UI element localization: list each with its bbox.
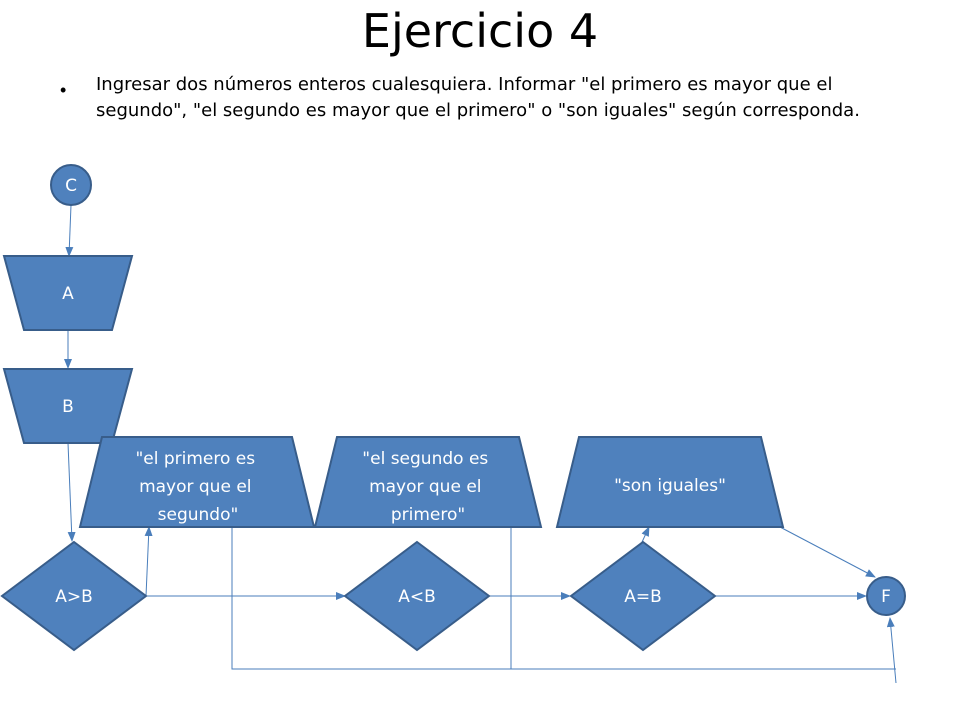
- edge-merge-to-end: [886, 617, 897, 684]
- input-a-label: A: [62, 284, 74, 304]
- output-equal: "son iguales": [555, 436, 785, 528]
- decision-a-equal-b-label: A=B: [624, 587, 662, 607]
- edge-output1-2-merge: [231, 527, 896, 670]
- edge-output3-to-end: [779, 526, 876, 578]
- output-equal-label: "son iguales": [614, 476, 726, 496]
- edge-b-to-decision1: [67, 442, 76, 542]
- exercise-statement: Ingresar dos números enteros cualesquier…: [96, 74, 860, 121]
- input-b: B: [2, 368, 134, 444]
- start-connector-label: C: [65, 176, 77, 196]
- output-second-greater-label: "el segundo es mayor que el primero": [362, 449, 493, 525]
- slide-title: Ejercicio 4: [361, 4, 599, 58]
- decision-a-less-b-label: A<B: [398, 587, 436, 607]
- start-connector: C: [50, 164, 92, 206]
- decision-a-greater-b-label: A>B: [55, 587, 93, 607]
- output-first-greater-label: "el primero es mayor que el segundo": [135, 449, 260, 525]
- output-second-greater: "el segundo es mayor que el primero": [313, 436, 543, 528]
- input-b-label: B: [62, 397, 74, 417]
- bullet-marker: •: [60, 80, 67, 100]
- end-connector-label: F: [881, 587, 891, 607]
- end-connector: F: [866, 576, 906, 616]
- decision-a-less-b: A<B: [343, 540, 491, 652]
- edge-start-to-a: [65, 204, 74, 257]
- decision-a-greater-b: A>B: [0, 540, 148, 652]
- output-first-greater: "el primero es mayor que el segundo": [78, 436, 316, 528]
- edge-decision1-to-output1: [144, 526, 153, 597]
- decision-a-equal-b: A=B: [569, 540, 717, 652]
- input-a: A: [2, 255, 134, 331]
